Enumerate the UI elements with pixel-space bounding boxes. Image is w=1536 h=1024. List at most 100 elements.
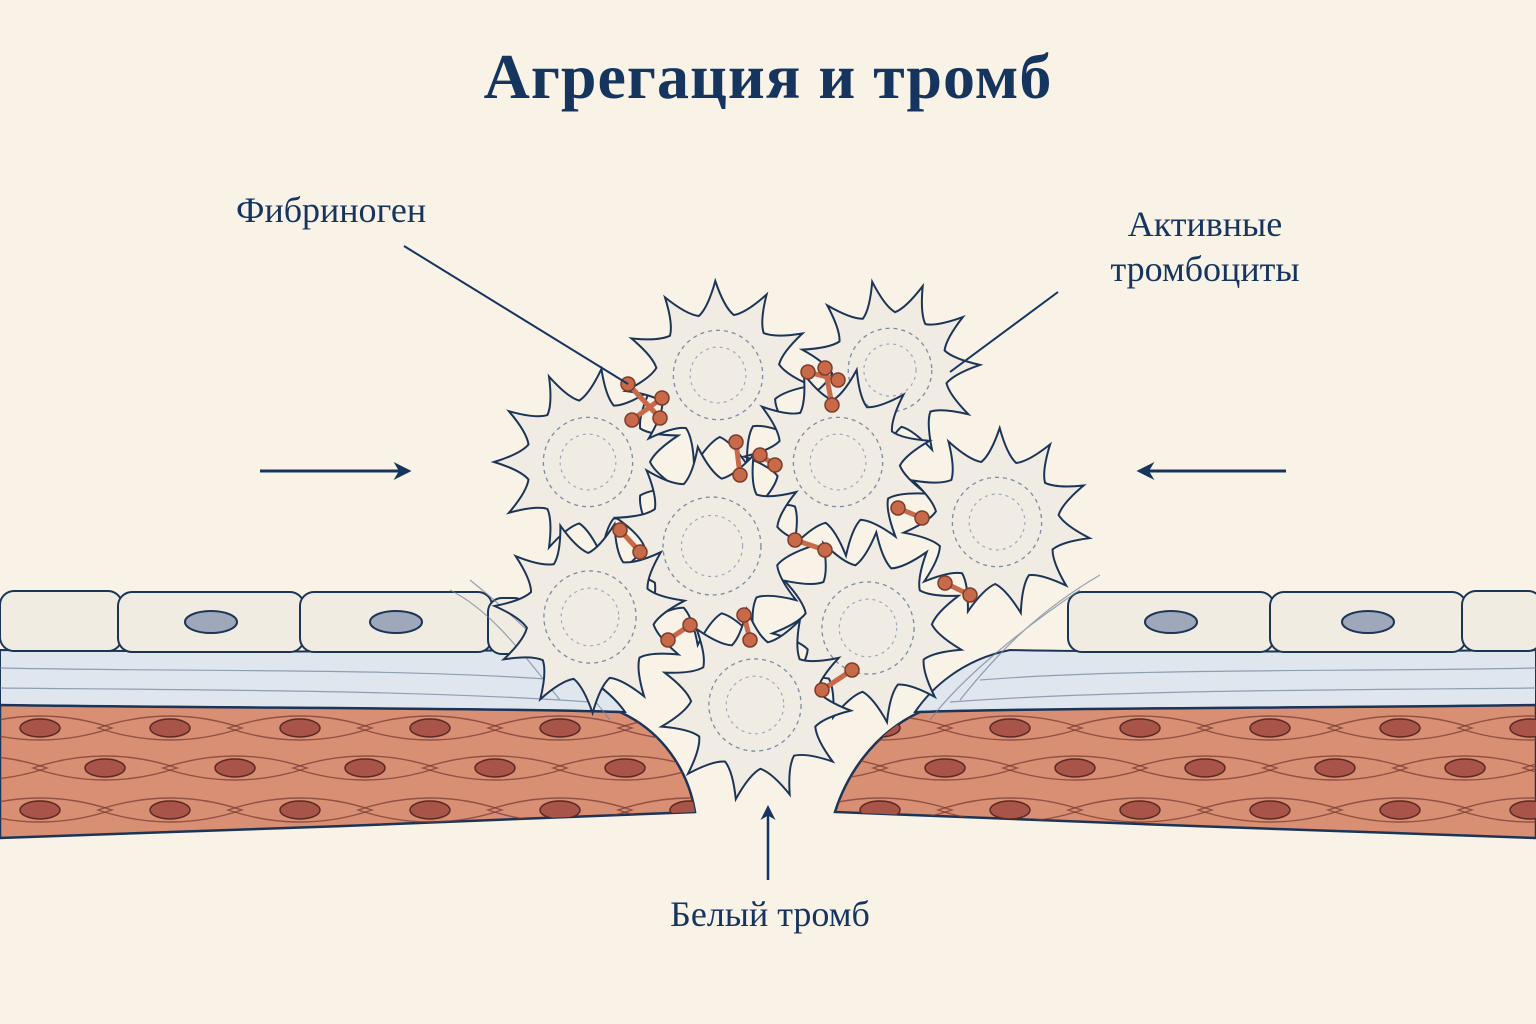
muscle-nucleus — [409, 718, 451, 738]
fibrinogen-end — [736, 607, 752, 623]
muscle-nucleus — [1444, 758, 1486, 778]
left-endothelium — [0, 590, 529, 655]
muscle-nucleus — [1509, 800, 1536, 820]
active-platelets-label: Активные тромбоциты — [1060, 202, 1350, 292]
white-thrombus-label: Белый тромб — [670, 894, 870, 934]
fibrinogen-end — [660, 632, 676, 648]
muscle-cell — [1390, 755, 1536, 781]
platelet-granule-ring — [672, 329, 764, 421]
muscle-cell — [835, 755, 890, 781]
muscle-cell — [225, 797, 375, 823]
fibrinogen-end — [787, 532, 803, 548]
platelet — [658, 605, 855, 803]
muscle-nucleus — [84, 758, 126, 778]
fibrinogen-bridge — [625, 381, 663, 421]
muscle-cell — [485, 715, 635, 741]
muscle-cell — [225, 715, 375, 741]
muscle-nucleus — [1509, 718, 1536, 738]
fibrinogen-end — [824, 397, 840, 413]
muscle-cell — [355, 715, 505, 741]
platelet-inner-ring — [838, 598, 898, 658]
muscle-nucleus — [835, 758, 836, 778]
muscle-cell — [95, 797, 245, 823]
fibrinogen-leader-line — [403, 245, 629, 385]
right-vessel-wall — [833, 574, 1536, 840]
left-vessel-wall — [0, 579, 840, 840]
fibrinogen-label: Фибриноген — [236, 190, 427, 230]
muscle-nucleus — [859, 800, 901, 820]
muscle-nucleus — [859, 718, 901, 738]
fibrinogen-end — [742, 632, 758, 648]
right-subendothelium — [913, 648, 1536, 714]
muscle-cell — [0, 715, 115, 741]
muscle-nucleus — [1314, 758, 1356, 778]
fibrinogen-bridges — [612, 360, 978, 698]
muscle-cell — [30, 755, 180, 781]
muscle-cell — [1455, 715, 1536, 741]
muscle-cell — [870, 755, 1020, 781]
muscle-nucleus — [1119, 800, 1161, 820]
platelet-inner-ring — [560, 587, 620, 647]
platelet-aggregate — [490, 277, 1093, 803]
platelet — [622, 277, 815, 470]
muscle-nucleus — [800, 801, 840, 819]
active-platelets-label-line2: тромбоциты — [1110, 249, 1300, 289]
muscle-nucleus — [669, 800, 695, 820]
right-muscle-cells — [835, 715, 1536, 823]
fibrinogen-end — [732, 467, 748, 483]
active-platelets-leader-line — [949, 291, 1059, 373]
fibrinogen-end — [890, 500, 906, 516]
fibrinogen-end — [817, 542, 833, 558]
endothelial-nucleus — [1341, 610, 1395, 634]
muscle-nucleus — [149, 718, 191, 738]
fibrinogen-end — [800, 364, 816, 380]
left-muscle-cells — [0, 715, 840, 823]
platelet-granule-ring — [708, 658, 802, 752]
platelet — [491, 520, 688, 717]
endothelial-nucleus — [369, 610, 423, 634]
muscle-cell — [1195, 797, 1345, 823]
muscle-nucleus — [539, 718, 581, 738]
muscle-nucleus — [344, 758, 386, 778]
platelet — [900, 424, 1093, 617]
muscle-nucleus — [214, 758, 256, 778]
muscle-cell — [1065, 797, 1215, 823]
platelet-inner-ring — [559, 433, 617, 491]
endothelial-cell — [0, 590, 123, 652]
platelet-granule-ring — [543, 570, 637, 664]
platelet-granule-ring — [821, 581, 915, 675]
muscle-nucleus — [19, 800, 61, 820]
platelet-inner-ring — [689, 346, 747, 404]
platelet-inner-ring — [968, 493, 1026, 551]
muscle-nucleus — [279, 718, 321, 738]
platelet-inner-ring — [680, 514, 744, 578]
muscle-nucleus — [989, 800, 1031, 820]
muscle-cell — [420, 755, 570, 781]
muscle-cell — [1130, 755, 1280, 781]
fibrinogen-end — [752, 447, 768, 463]
muscle-cell — [1325, 715, 1475, 741]
muscle-nucleus — [1249, 800, 1291, 820]
active-platelets-label-line1: Активные — [1127, 204, 1283, 244]
muscle-cell — [95, 715, 245, 741]
muscle-cell — [1195, 715, 1345, 741]
platelet-granule-ring — [542, 416, 634, 508]
fibrinogen-end — [624, 412, 640, 428]
fibrinogen-end — [830, 372, 846, 388]
muscle-cell — [1260, 755, 1410, 781]
muscle-cell — [1065, 715, 1215, 741]
fibrinogen-end — [682, 617, 698, 633]
fibrinogen-end — [632, 544, 648, 560]
platelet-granule-ring — [792, 416, 884, 508]
muscle-nucleus — [924, 758, 966, 778]
left-subendothelium — [0, 648, 627, 714]
muscle-nucleus — [1054, 758, 1096, 778]
muscle-nucleus — [1379, 718, 1421, 738]
endothelial-nucleus — [184, 610, 238, 634]
muscle-cell — [1000, 755, 1150, 781]
muscle-nucleus — [1249, 718, 1291, 738]
muscle-nucleus — [1379, 800, 1421, 820]
fibrinogen-end — [937, 575, 953, 591]
muscle-cell — [1325, 797, 1475, 823]
